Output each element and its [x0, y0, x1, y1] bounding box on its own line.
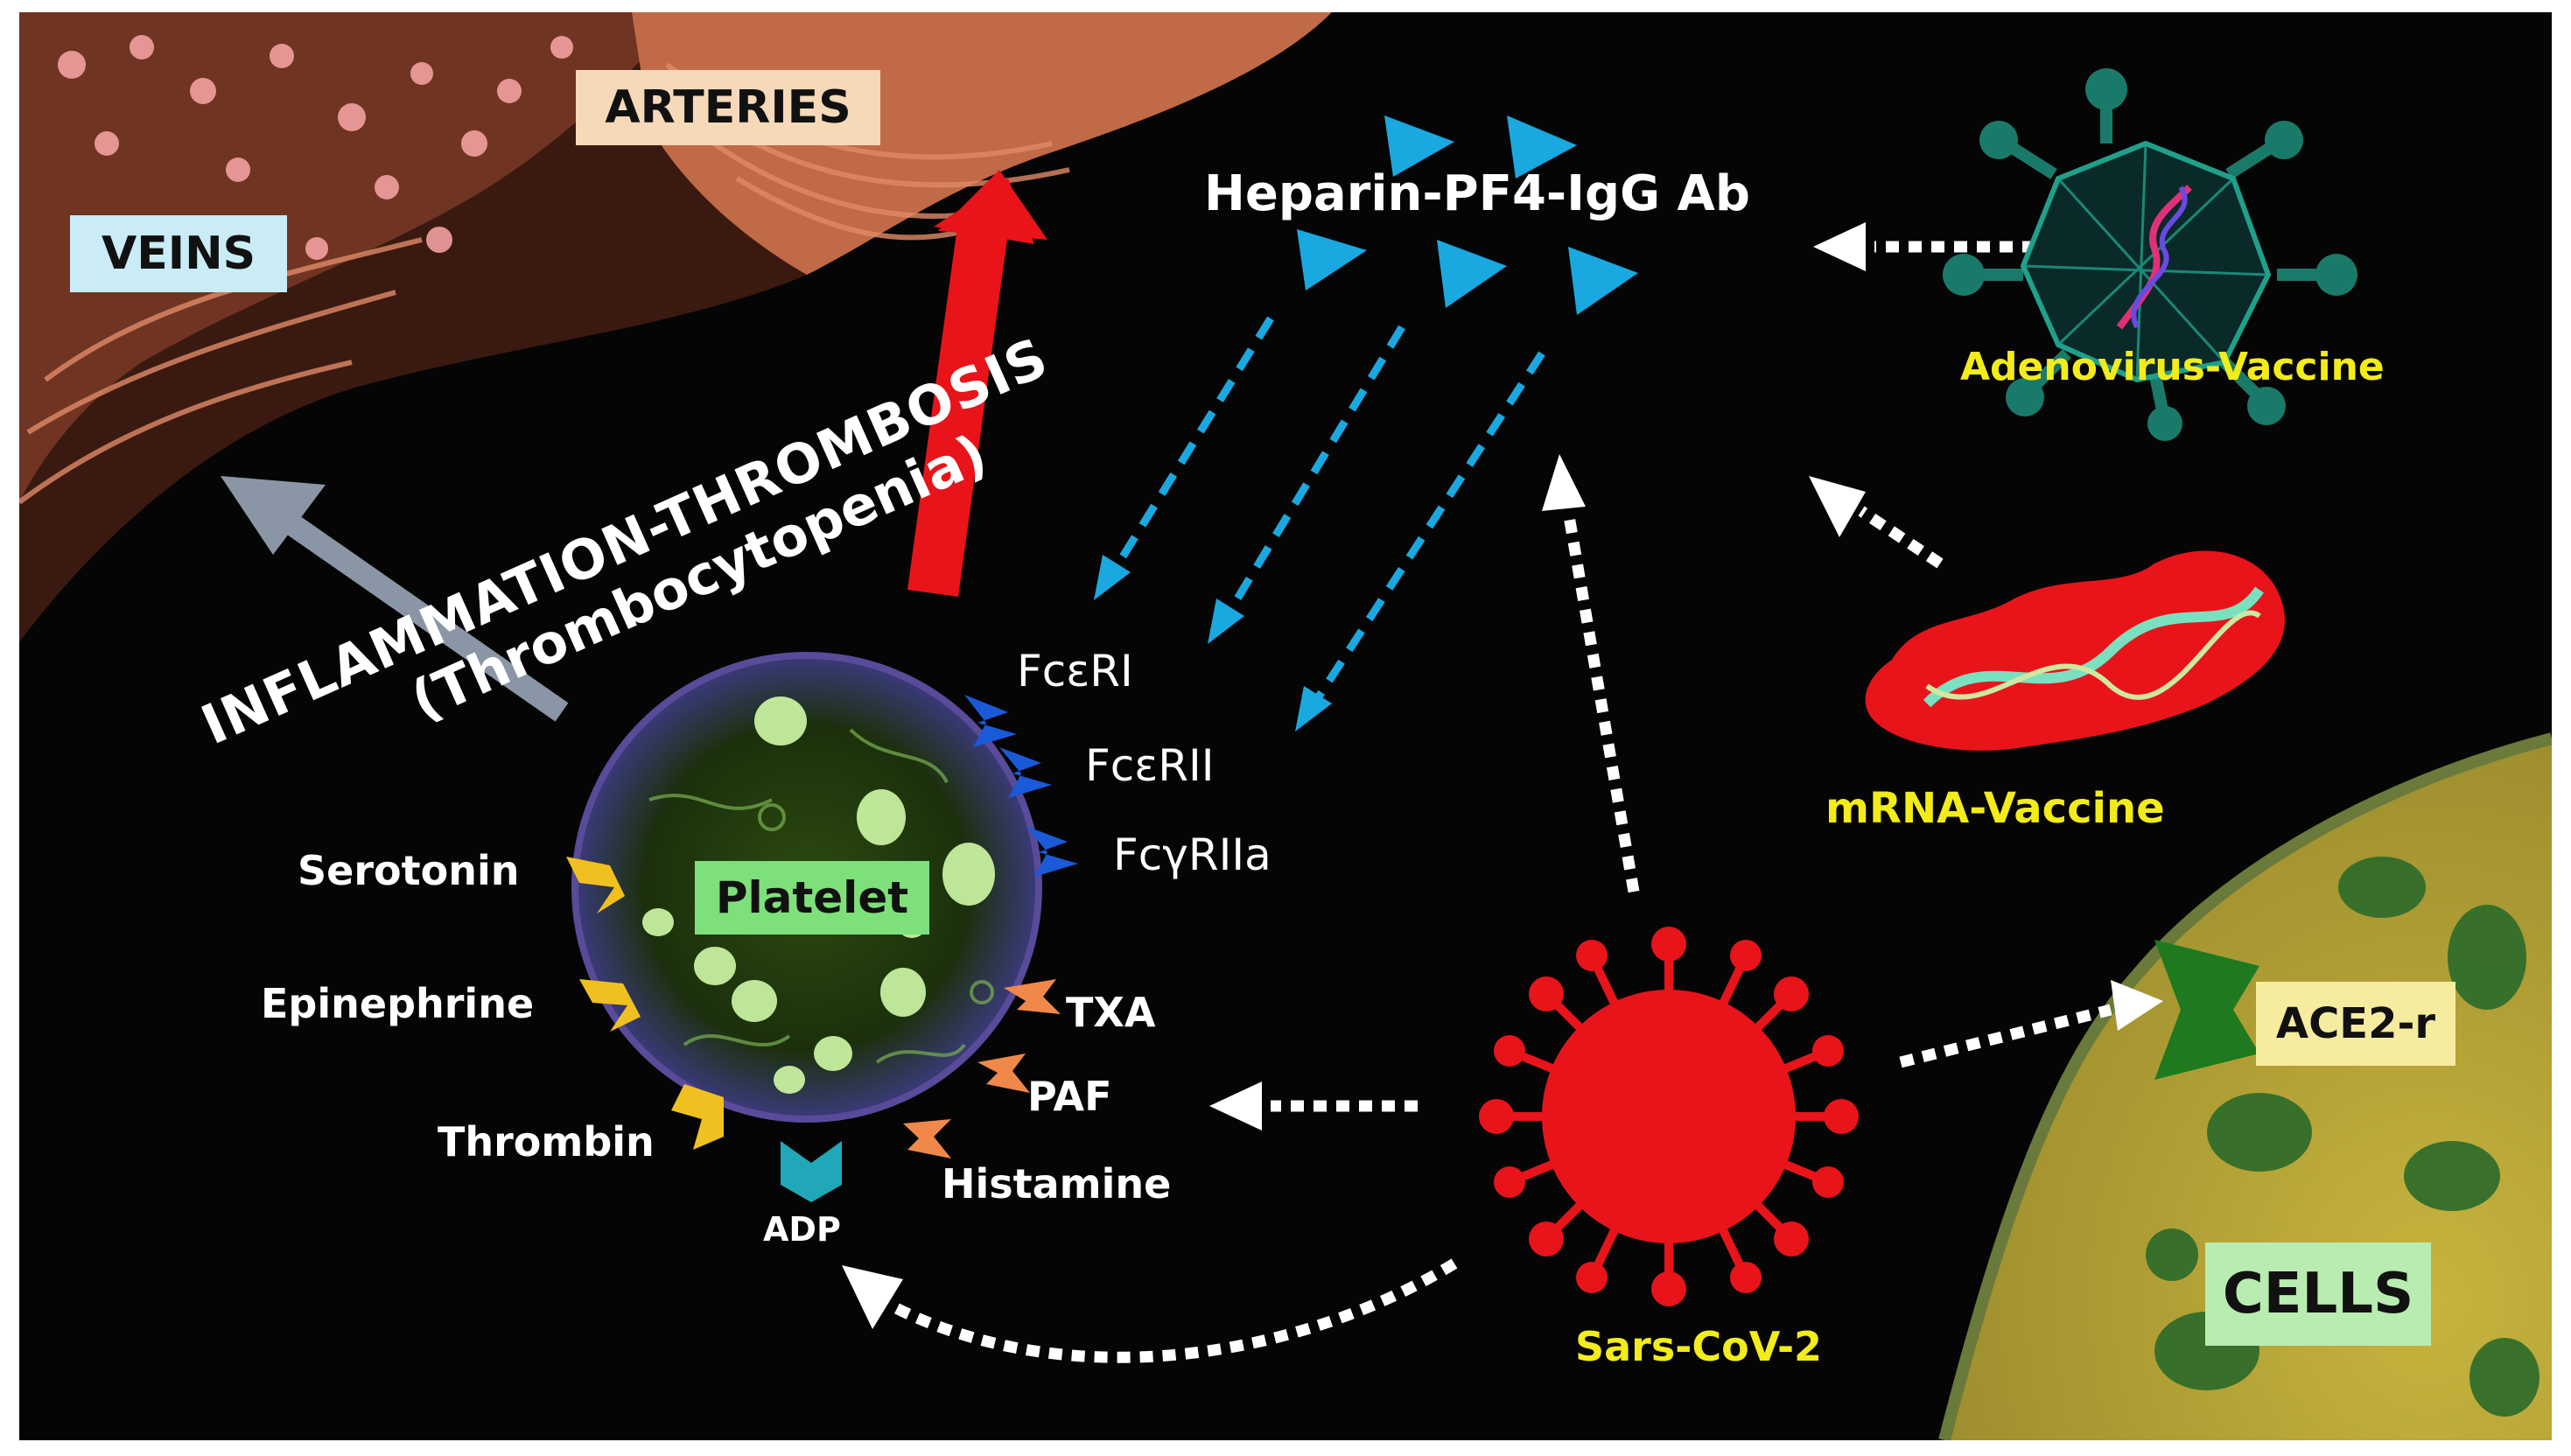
veins-label: VEINS — [70, 215, 287, 292]
agonist-epinephrine: Epinephrine — [261, 980, 535, 1027]
agonist-receptor-icons-left — [566, 857, 724, 1150]
figure-frame: VEINS ARTERIES Platelet ACE2-r CELLS Hep… — [19, 12, 2552, 1440]
agonist-histamine: Histamine — [942, 1160, 1172, 1208]
adp-receptor-icon — [781, 1141, 842, 1202]
dotted-arrowheads — [842, 222, 2163, 1329]
agonist-adp: ADP — [763, 1210, 841, 1249]
receptor-fceri-ii: FcεRII — [1085, 740, 1215, 791]
adenovirus-vaccine-label: Adenovirus-Vaccine — [1960, 345, 2385, 389]
agonist-thrombin: Thrombin — [438, 1118, 655, 1166]
platelet-label: Platelet — [695, 861, 929, 934]
cells-label: CELLS — [2205, 1242, 2431, 1346]
agonist-serotonin: Serotonin — [298, 847, 520, 894]
red-arrow — [907, 170, 1047, 597]
dotted-arrows — [892, 241, 2112, 1363]
ace2-receptor-icon — [2154, 940, 2259, 1080]
sars-cov-2-label: Sars-CoV-2 — [1575, 1323, 1823, 1370]
agonist-txa: TXA — [1066, 989, 1156, 1036]
grey-arrow — [221, 476, 569, 722]
receptor-fcgriia: FcγRIIa — [1113, 830, 1271, 880]
agonist-paf: PAF — [1027, 1073, 1112, 1120]
arteries-label: ARTERIES — [576, 70, 880, 145]
diagram-canvas — [19, 12, 2552, 1440]
adenovirus-icon — [1943, 68, 2357, 441]
receptor-fceri: FcεRI — [1017, 646, 1133, 696]
mrna-vaccine-icon — [1865, 550, 2285, 751]
ace2-label: ACE2-r — [2256, 982, 2455, 1066]
agonist-receptor-icons-right — [903, 979, 1061, 1158]
sars-cov-2-icon — [1479, 927, 1859, 1306]
antibody-binding-arrows — [1110, 316, 1545, 706]
fc-receptor-icons — [964, 695, 1078, 877]
mrna-vaccine-label: mRNA-Vaccine — [1825, 784, 2165, 833]
antibody-arrowheads — [1094, 555, 1332, 732]
heparin-label: Heparin-PF4-IgG Ab — [1204, 165, 1750, 222]
antibody-icons — [1297, 116, 1638, 315]
